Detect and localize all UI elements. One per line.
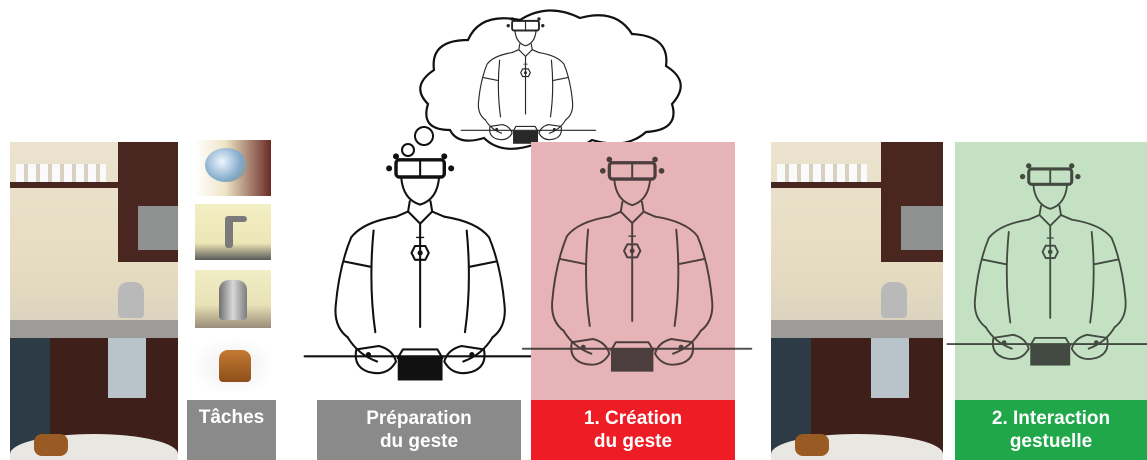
counter xyxy=(10,320,178,338)
counter xyxy=(771,320,943,338)
microwave xyxy=(138,206,178,250)
kettle-on-counter xyxy=(881,282,907,318)
task-thumb-bread xyxy=(195,340,271,392)
caption-interaction: 2. Interaction gestuelle xyxy=(955,400,1147,460)
interaction-figure xyxy=(955,136,1147,400)
faucet-icon xyxy=(225,218,233,248)
task-thumb-kettle xyxy=(195,270,271,328)
bread-icon xyxy=(219,350,251,382)
towel xyxy=(871,338,909,398)
cups-row xyxy=(16,164,106,182)
shelf xyxy=(10,182,130,188)
caption-preparation: Préparation du geste xyxy=(317,400,521,460)
caption-taches: Tâches xyxy=(187,400,276,460)
towel xyxy=(108,338,146,398)
faucet-spout xyxy=(225,216,247,222)
kettle-on-counter xyxy=(118,282,144,318)
bread-on-table xyxy=(795,434,829,456)
kitchen-photo-left xyxy=(10,142,178,460)
kitchen-photo-right xyxy=(771,142,943,460)
microwave xyxy=(901,206,943,250)
teapot-icon xyxy=(205,148,247,182)
task-thumb-teapot xyxy=(195,140,271,196)
creation-figure xyxy=(531,136,735,400)
shelf xyxy=(771,182,891,188)
kettle-icon xyxy=(219,280,247,320)
task-thumb-faucet xyxy=(195,204,271,260)
caption-creation: 1. Création du geste xyxy=(531,400,735,460)
bread-on-table xyxy=(34,434,68,456)
cups-row xyxy=(777,164,867,182)
preparation-figure xyxy=(296,136,546,406)
